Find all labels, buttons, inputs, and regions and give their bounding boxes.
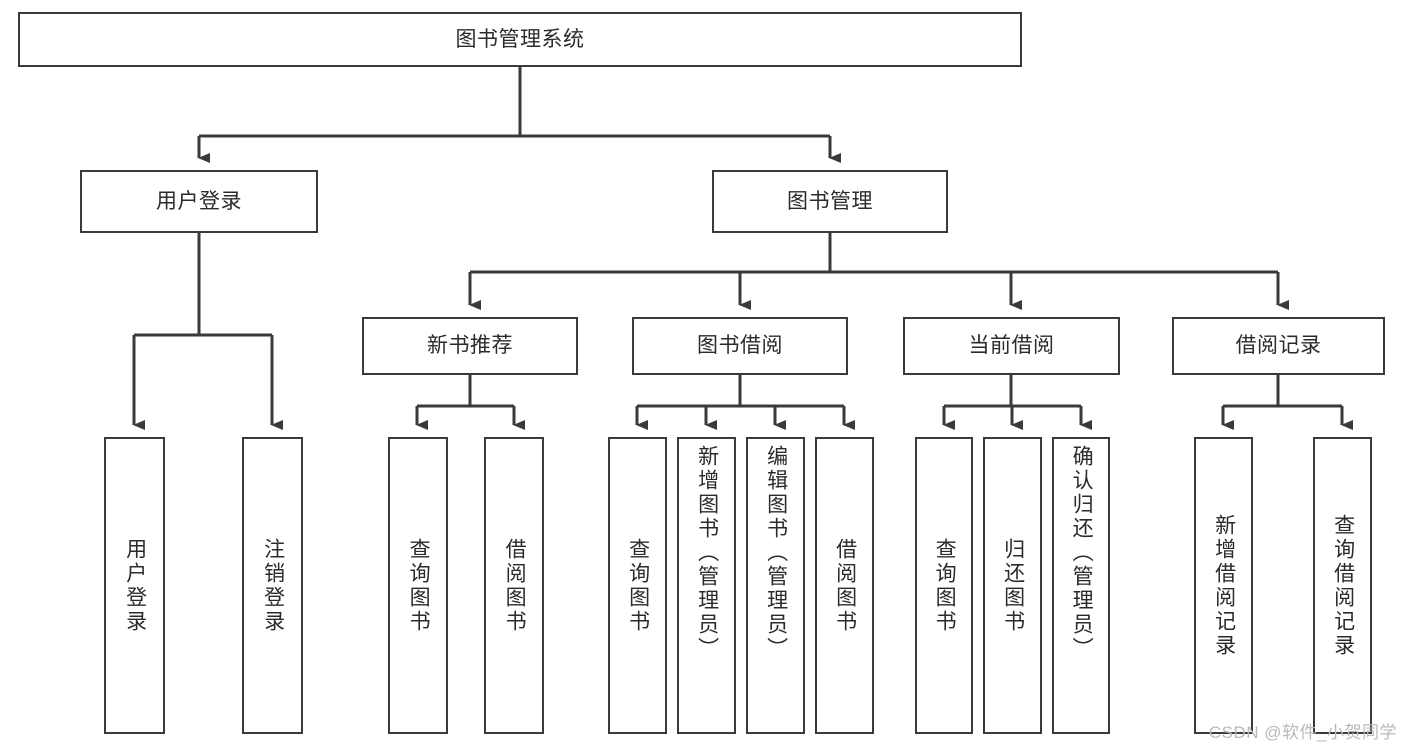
watermark-text: CSDN @软件_小贺同学 xyxy=(1208,723,1397,742)
node-label: 确认归还（管理员） xyxy=(1070,445,1094,661)
node-label: 借阅图书 xyxy=(833,537,857,634)
leaf-borrow-book[interactable]: 借阅图书 xyxy=(815,437,874,734)
leaf-user-logout[interactable]: 注销登录 xyxy=(242,437,303,734)
node-label: 借阅记录 xyxy=(1235,334,1322,358)
node-label: 新增借阅记录 xyxy=(1212,513,1236,658)
node-label: 图书管理 xyxy=(787,189,873,213)
node-label: 借阅图书 xyxy=(503,537,527,634)
leaf-user-login[interactable]: 用户登录 xyxy=(104,437,165,734)
leaf-add-borrow-record[interactable]: 新增借阅记录 xyxy=(1194,437,1253,734)
node-label: 归还图书 xyxy=(1001,537,1025,634)
leaf-query-book-new[interactable]: 查询图书 xyxy=(388,437,448,734)
node-borrow-record[interactable]: 借阅记录 xyxy=(1172,317,1385,375)
node-label: 新增图书（管理员） xyxy=(695,445,719,661)
node-current-borrow[interactable]: 当前借阅 xyxy=(903,317,1120,375)
node-label: 用户登录 xyxy=(123,537,147,634)
node-label: 查询图书 xyxy=(626,537,650,634)
node-label: 图书管理系统 xyxy=(455,27,585,51)
node-label: 图书借阅 xyxy=(697,334,783,358)
leaf-confirm-return-admin[interactable]: 确认归还（管理员） xyxy=(1052,437,1110,734)
node-label: 查询借阅记录 xyxy=(1331,513,1355,658)
node-label: 用户登录 xyxy=(156,189,242,213)
leaf-edit-book-admin[interactable]: 编辑图书（管理员） xyxy=(746,437,805,734)
leaf-query-book-current[interactable]: 查询图书 xyxy=(915,437,973,734)
leaf-add-book-admin[interactable]: 新增图书（管理员） xyxy=(677,437,736,734)
node-label: 新书推荐 xyxy=(427,334,513,358)
leaf-borrow-book-new[interactable]: 借阅图书 xyxy=(484,437,544,734)
node-label: 查询图书 xyxy=(407,537,431,634)
node-label: 注销登录 xyxy=(261,537,285,634)
node-book-borrow[interactable]: 图书借阅 xyxy=(632,317,848,375)
node-book-management[interactable]: 图书管理 xyxy=(712,170,948,233)
leaf-query-borrow-record[interactable]: 查询借阅记录 xyxy=(1313,437,1372,734)
node-root-system[interactable]: 图书管理系统 xyxy=(18,12,1022,67)
leaf-return-book[interactable]: 归还图书 xyxy=(983,437,1042,734)
leaf-query-book-borrow[interactable]: 查询图书 xyxy=(608,437,667,734)
node-label: 查询图书 xyxy=(933,537,957,634)
node-user-login[interactable]: 用户登录 xyxy=(80,170,318,233)
node-new-book-recommend[interactable]: 新书推荐 xyxy=(362,317,578,375)
node-label: 当前借阅 xyxy=(968,334,1055,358)
node-label: 编辑图书（管理员） xyxy=(764,445,788,661)
